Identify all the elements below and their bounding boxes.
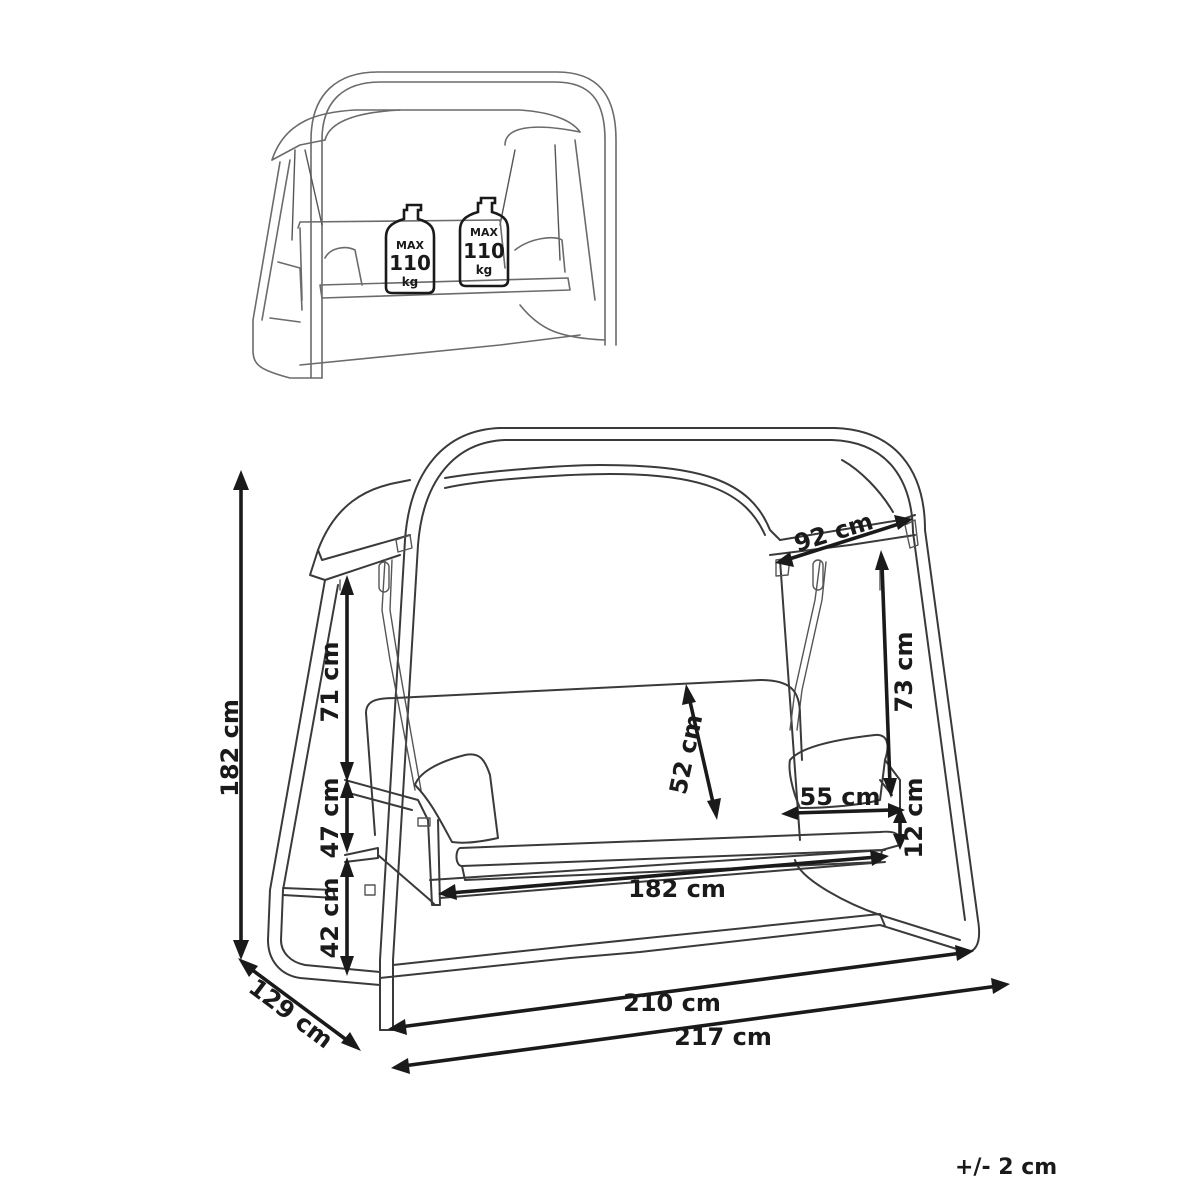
label-chain-right: 73 cm: [890, 632, 918, 713]
weight-badge-left-value: 110: [389, 251, 431, 275]
weight-badge-left-max: MAX: [396, 239, 424, 252]
label-chain-left: 71 cm: [316, 642, 344, 723]
label-depth-base: 129 cm: [243, 973, 338, 1054]
dimension-arrows: [233, 470, 1010, 1074]
weight-badge-right-value: 110: [463, 239, 505, 263]
label-seat-depth: 55 cm: [800, 783, 881, 811]
label-cushion-thickness: 12 cm: [900, 778, 928, 859]
weight-badge-right: MAX 110 kg: [458, 196, 510, 288]
label-seat-width: 182 cm: [628, 875, 726, 903]
label-height-total: 182 cm: [216, 699, 244, 797]
label-armrest-height: 47 cm: [316, 778, 344, 859]
weight-badge-right-max: MAX: [470, 226, 498, 239]
label-width-frame: 210 cm: [623, 989, 721, 1017]
label-width-total: 217 cm: [674, 1023, 772, 1051]
weight-badge-left-unit: kg: [402, 275, 419, 289]
weight-badge-right-unit: kg: [476, 263, 493, 277]
tolerance-note: +/- 2 cm: [955, 1155, 1058, 1180]
large-swing-drawing: [267, 427, 980, 1031]
weight-badge-left: MAX 110 kg: [384, 203, 436, 295]
label-seat-height: 42 cm: [316, 878, 344, 959]
small-swing-illustration: [252, 71, 617, 379]
label-canopy-side: 92 cm: [791, 507, 877, 557]
